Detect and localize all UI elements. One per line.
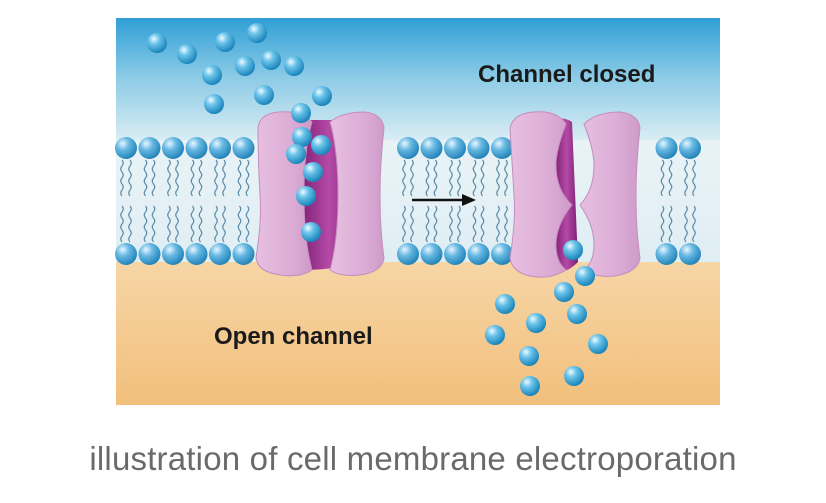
- closed-channel-right-subunit: [579, 111, 641, 277]
- phospholipid-heads: [115, 137, 701, 265]
- ion-icon: [204, 94, 224, 114]
- ion-icon: [147, 33, 167, 53]
- ion-icon: [202, 65, 222, 85]
- ion-icon: [284, 56, 304, 76]
- phospholipid-icon: [138, 137, 161, 159]
- caption: illustration of cell membrane electropor…: [89, 440, 737, 477]
- label-open-channel: Open channel: [214, 323, 373, 350]
- phospholipid-icon: [232, 243, 255, 265]
- ion-icon: [292, 127, 312, 147]
- ion-icon: [311, 135, 331, 155]
- phospholipid-icon: [444, 137, 466, 159]
- phospholipid-icon: [115, 137, 137, 159]
- phospholipid-icon: [655, 137, 678, 159]
- ion-icon: [554, 282, 574, 302]
- ion-icon: [519, 346, 539, 366]
- open-channel-right-subunit: [329, 111, 385, 276]
- phospholipid-icon: [115, 243, 137, 265]
- ion-icon: [563, 240, 583, 260]
- phospholipid-icon: [444, 243, 466, 265]
- ion-icon: [291, 103, 311, 123]
- phospholipid-icon: [467, 137, 490, 159]
- ion-group: [147, 23, 608, 396]
- ion-icon: [567, 304, 587, 324]
- ion-icon: [303, 162, 323, 182]
- phospholipid-icon: [491, 137, 513, 159]
- phospholipid-icon: [232, 137, 255, 159]
- phospholipid-icon: [679, 243, 701, 265]
- closed-channel-protein: [509, 111, 641, 278]
- phospholipid-icon: [491, 243, 513, 265]
- ion-icon: [564, 366, 584, 386]
- ion-icon: [261, 50, 281, 70]
- ion-icon: [177, 44, 197, 64]
- ion-icon: [588, 334, 608, 354]
- phospholipid-icon: [162, 137, 184, 159]
- ion-icon: [526, 313, 546, 333]
- phospholipid-icon: [185, 243, 208, 265]
- ion-icon: [520, 376, 540, 396]
- phospholipid-icon: [209, 137, 231, 159]
- intracellular-region: [116, 260, 720, 405]
- phospholipid-icon: [162, 243, 184, 265]
- phospholipid-icon: [138, 243, 161, 265]
- phospholipid-icon: [467, 243, 490, 265]
- label-channel-closed: Channel closed: [478, 61, 655, 88]
- ion-icon: [254, 85, 274, 105]
- ion-icon: [296, 186, 316, 206]
- phospholipid-icon: [397, 137, 419, 159]
- phospholipid-icon: [397, 243, 419, 265]
- phospholipid-icon: [420, 137, 443, 159]
- ion-icon: [301, 222, 321, 242]
- phospholipid-icon: [655, 243, 678, 265]
- right-arrow-icon: [412, 194, 476, 206]
- ion-icon: [495, 294, 515, 314]
- ion-icon: [575, 266, 595, 286]
- ion-icon: [286, 144, 306, 164]
- electroporation-diagram: Channel closed Open channel: [115, 18, 720, 405]
- ion-icon: [215, 32, 235, 52]
- open-channel-protein: [255, 111, 385, 277]
- phospholipid-icon: [209, 243, 231, 265]
- phospholipid-icon: [679, 137, 701, 159]
- closed-channel-left-subunit: [509, 111, 573, 278]
- phospholipid-icon: [185, 137, 208, 159]
- ion-icon: [312, 86, 332, 106]
- phospholipid-icon: [420, 243, 443, 265]
- ion-icon: [235, 56, 255, 76]
- ion-icon: [247, 23, 267, 43]
- ion-icon: [485, 325, 505, 345]
- phospholipid-tails: [120, 159, 696, 243]
